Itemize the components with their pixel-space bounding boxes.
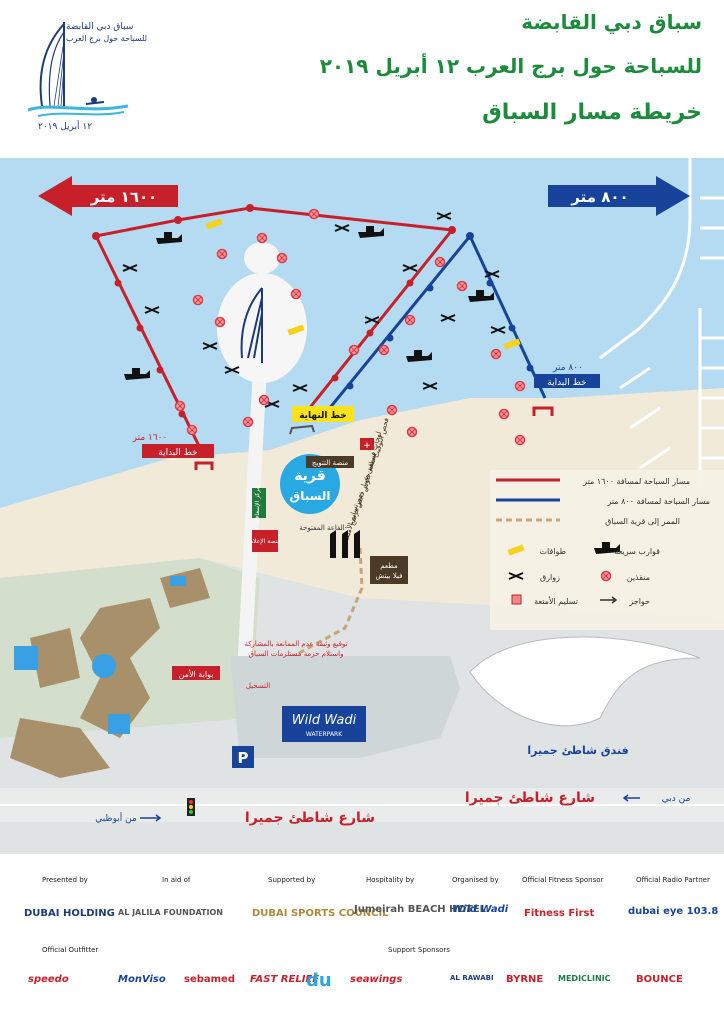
rescuer	[242, 416, 254, 428]
sponsor-fitness-first: Fitness First	[524, 908, 595, 919]
rescuer	[490, 348, 502, 360]
sponsor-wild-wadi: Wild Wadi	[452, 904, 509, 915]
logo-date: ١٢ أبريل ٢٠١٩	[38, 122, 93, 132]
rescuer	[216, 248, 228, 260]
logo-text-1: سباق دبي القابضة	[66, 22, 134, 32]
first-aid: مركز الإسعاف	[254, 486, 261, 522]
rescuer	[348, 344, 360, 356]
logo-text-2: للسباحة حول برج العرب	[66, 34, 148, 43]
svg-text:مسار السباحة لمسافة ٨٠٠ متر: مسار السباحة لمسافة ٨٠٠ متر	[606, 497, 710, 506]
marina-piers	[599, 153, 724, 488]
svg-text:+: +	[363, 441, 371, 451]
title-line-2: للسباحة حول برج العرب ١٢ أبريل ٢٠١٩	[319, 54, 702, 78]
sponsor-al-jalila: AL JALILA FOUNDATION	[118, 908, 223, 917]
svg-text:حواجز: حواجز	[628, 597, 650, 606]
race-map: ١٦٠٠ متر ٨٠٠ متر ١٦٠٠ متر خط البداية ٨٠٠…	[0, 153, 724, 854]
rescuer	[514, 380, 526, 392]
jumeirah-hotel-wave	[469, 636, 701, 727]
svg-text:WATERPARK: WATERPARK	[306, 731, 343, 738]
rescuer	[256, 232, 268, 244]
title-line-3: خريطة مسار السباق	[482, 100, 702, 125]
walkway-route	[260, 547, 364, 719]
svg-text:تسليم الأمتعة: تسليم الأمتعة	[534, 596, 578, 606]
security-gate: بوابة الأمن	[179, 669, 214, 679]
svg-text:فيلا بيتش: فيلا بيتش	[376, 572, 403, 580]
rescuer	[174, 400, 186, 412]
rescuer	[186, 424, 198, 436]
rescuer	[308, 208, 320, 220]
hotel-label: فندق شاطئ جميرا	[527, 744, 628, 757]
arrow-1600m-label: ١٦٠٠ متر	[90, 188, 158, 206]
rescuer	[258, 394, 270, 406]
legend: مسار السباحة لمسافة ١٦٠٠ متر مسار السباح…	[490, 470, 724, 630]
sponsor-dubai-holding: DUBAI HOLDING	[24, 908, 115, 919]
rescuer	[456, 280, 468, 292]
sponsor-dubai-sports: DUBAI SPORTS COUNCIL	[252, 908, 389, 919]
svg-text:توقيع وثيقة عدم الممانعة بالمش: توقيع وثيقة عدم الممانعة بالمشاركة	[244, 640, 347, 648]
wild-wadi-logo: Wild Wadi	[292, 713, 357, 728]
svg-text:واستلام حزمة مستلزمات السباق: واستلام حزمة مستلزمات السباق	[249, 650, 344, 658]
rescuer	[498, 408, 510, 420]
svg-text:قرية: قرية	[294, 468, 326, 484]
hotel-buildings	[10, 568, 210, 778]
main-stage: القاعة المفتوحة	[299, 524, 344, 532]
burj-al-arab-icon	[240, 287, 263, 363]
road-name-top: شارع شاطئ جميرا	[465, 790, 595, 806]
rescuer	[404, 314, 416, 326]
sponsors: Presented by In aid of Supported by Hosp…	[0, 860, 724, 1024]
svg-text:مسار السباحة لمسافة ١٦٠٠ متر: مسار السباحة لمسافة ١٦٠٠ متر	[582, 477, 690, 486]
route-1600m	[93, 206, 455, 449]
svg-text:السباق: السباق	[290, 489, 331, 503]
media: منصة الإعلام	[249, 538, 280, 545]
sponsor-dubai-eye: dubai eye 103.8	[628, 906, 719, 917]
svg-text:الممر إلى قرية السباق: الممر إلى قرية السباق	[605, 517, 680, 527]
rescuer	[290, 288, 302, 300]
platform-label: منصة التتويج	[312, 459, 349, 467]
rescuer	[386, 404, 398, 416]
svg-text:زوارق: زوارق	[540, 573, 560, 582]
start-800-label: خط البداية	[547, 378, 586, 388]
from-abu-dhabi: من أبوظبي	[95, 812, 137, 824]
sponsor-jumeirah: Jumeirah BEACH HOTEL	[354, 904, 487, 915]
rescuer	[434, 256, 446, 268]
svg-text:طوافات: طوافات	[539, 547, 566, 556]
from-dubai: من دبي	[662, 794, 691, 804]
arrow-1600m: ١٦٠٠ متر	[38, 176, 178, 216]
arrow-800m-label: ٨٠٠ متر	[570, 188, 628, 206]
svg-text:قوارب سريعة: قوارب سريعة	[614, 547, 660, 556]
rescuer	[192, 294, 204, 306]
burj-al-arab-logo-icon	[27, 22, 129, 117]
start-1600-distance: ١٦٠٠ متر	[132, 433, 168, 443]
start-1600-label: خط البداية	[158, 448, 197, 458]
race-village	[280, 454, 340, 514]
title-line-1: سباق دبي القابضة	[521, 10, 702, 34]
registration: التسجيل	[246, 682, 270, 690]
svg-text:مطعم: مطعم	[380, 562, 398, 570]
arrow-800m: ٨٠٠ متر	[548, 176, 690, 216]
header: سباق دبي القابضة للسباحة حول برج العرب ١…	[0, 0, 724, 158]
rescuer	[214, 316, 226, 328]
rescuer	[514, 434, 526, 446]
rescuer	[378, 344, 390, 356]
finish-label: خط النهاية	[299, 411, 347, 421]
road-name-bottom: شارع شاطئ جميرا	[245, 810, 375, 826]
rescuer	[276, 252, 288, 264]
parking-sign: P	[238, 749, 249, 767]
svg-text:منقذين: منقذين	[627, 573, 650, 582]
rescuer	[406, 426, 418, 438]
start-800-distance: ٨٠٠ متر	[552, 363, 583, 373]
